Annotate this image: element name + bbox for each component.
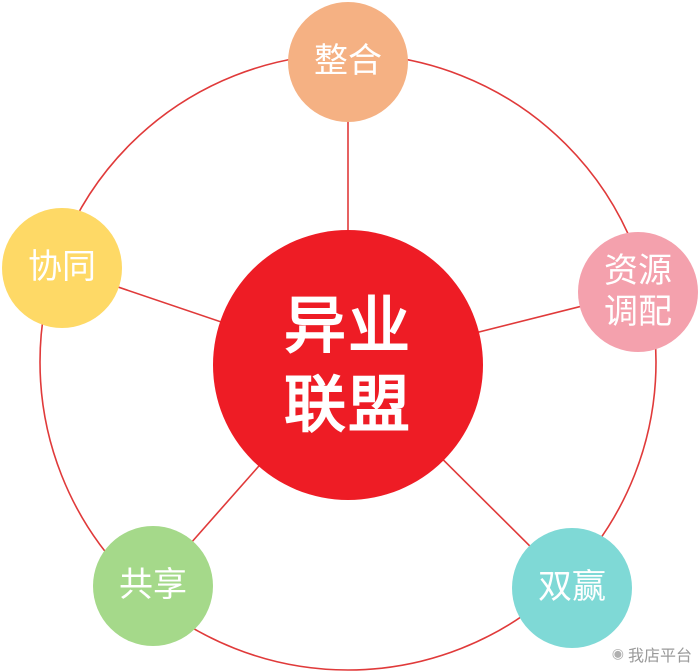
node-label: 共享 xyxy=(119,565,187,606)
node-zhenghe: 整合 xyxy=(288,2,408,122)
node-gongxiang: 共享 xyxy=(93,526,213,646)
node-label: 整合 xyxy=(314,41,382,82)
weibo-eye-icon: ◉ xyxy=(611,646,624,662)
node-label-line-2: 调配 xyxy=(604,292,672,332)
center-label-line-2: 联盟 xyxy=(283,368,412,441)
watermark-text: 我店平台 xyxy=(627,646,692,665)
center-label-line-1: 异业 xyxy=(283,288,412,362)
node-xietong: 协同 xyxy=(2,208,122,328)
watermark: ◉ 我店平台 xyxy=(612,642,692,666)
center-node: 异业 联盟 xyxy=(213,230,483,500)
node-label-line-1: 资源 xyxy=(604,250,672,291)
node-label: 协同 xyxy=(28,247,96,288)
node-ziyuan-tiaopei: 资源 调配 xyxy=(578,232,698,352)
node-label: 双赢 xyxy=(538,567,606,608)
node-shuangying: 双赢 xyxy=(512,528,632,648)
